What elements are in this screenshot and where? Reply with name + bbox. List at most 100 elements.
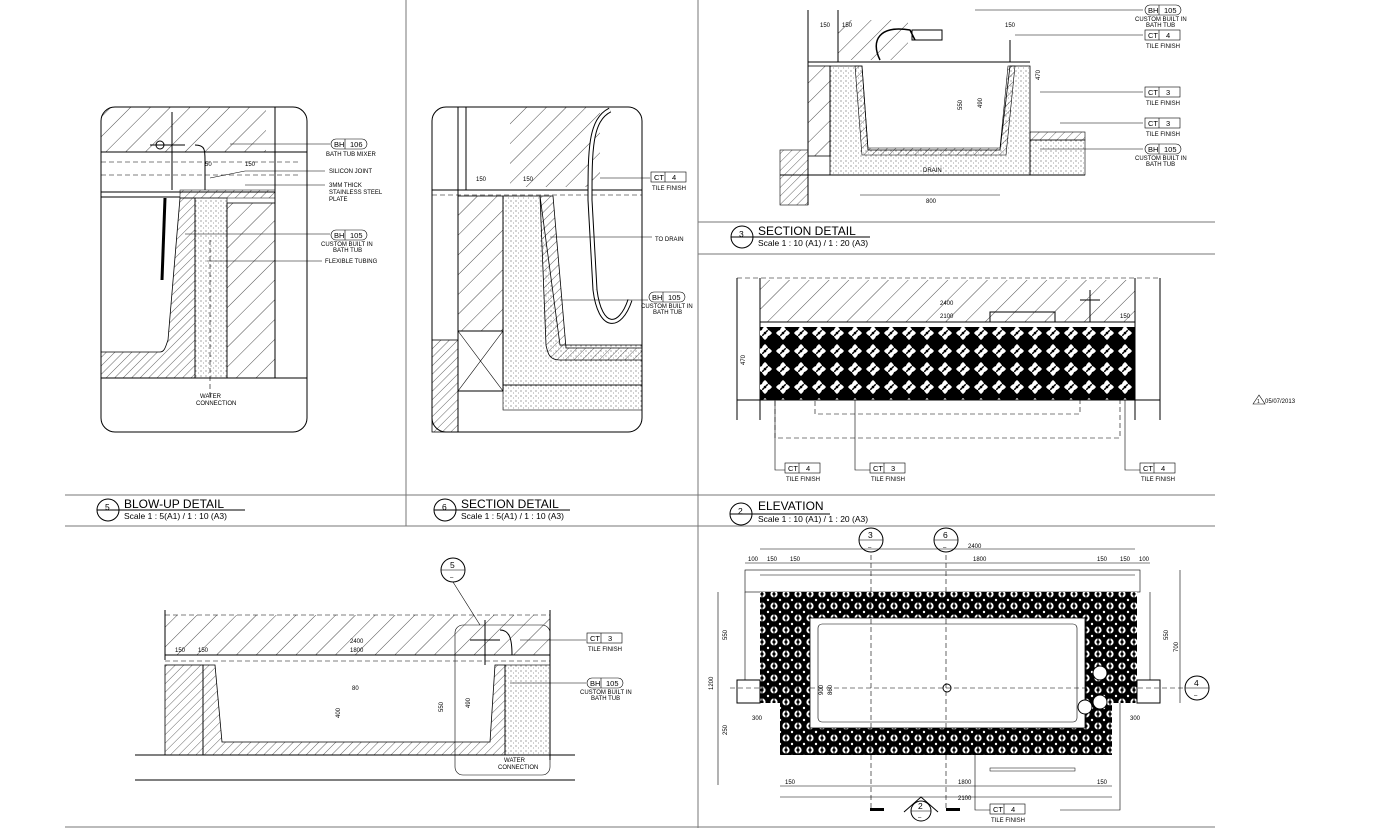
- plan-drawing: 2400 1800 100 150 150 150 150 100 150 18…: [709, 544, 1185, 811]
- svg-text:4: 4: [1166, 31, 1170, 40]
- svg-text:–: –: [1194, 693, 1198, 699]
- dim-label: 300: [752, 716, 763, 722]
- dim-label: 100: [748, 557, 759, 563]
- dim-label: 470: [741, 354, 747, 365]
- svg-text:4: 4: [806, 464, 810, 473]
- svg-text:CT: CT: [788, 464, 798, 473]
- dim-label: 250: [723, 724, 729, 735]
- dim-label: 150: [767, 557, 778, 563]
- svg-text:6: 6: [442, 502, 447, 512]
- svg-text:TILE FINISH: TILE FINISH: [1146, 132, 1180, 138]
- tag-bh105: BH 105 CUSTOM BUILT IN BATH TUB: [321, 229, 373, 254]
- tag-ct3: CT 3 TILE FINISH: [1144, 117, 1181, 138]
- svg-text:BATH TUB: BATH TUB: [333, 248, 362, 254]
- svg-text:CT: CT: [654, 173, 664, 182]
- svg-text:5: 5: [450, 560, 455, 570]
- svg-text:105: 105: [668, 293, 681, 302]
- svg-text:2: 2: [918, 801, 923, 811]
- svg-text:BH: BH: [590, 679, 600, 688]
- svg-text:Scale 1 : 10 (A1) / 1 : 20 (A3: Scale 1 : 10 (A1) / 1 : 20 (A3): [758, 238, 868, 248]
- dim-label: 470: [1036, 69, 1042, 80]
- dim-label: 100: [1139, 557, 1150, 563]
- section-marker-3[interactable]: 3–: [858, 527, 884, 553]
- title-elevation: 2 ELEVATION Scale 1 : 10 (A1) / 1 : 20 (…: [729, 499, 868, 526]
- note-drain: DRAIN: [923, 168, 942, 174]
- svg-text:CUSTOM BUILT IN: CUSTOM BUILT IN: [641, 304, 693, 310]
- svg-text:105: 105: [1164, 145, 1177, 154]
- svg-text:3: 3: [868, 530, 873, 540]
- svg-text:SECTION DETAIL: SECTION DETAIL: [758, 224, 856, 238]
- svg-text:CT: CT: [1143, 464, 1153, 473]
- dim-label: 150: [175, 648, 186, 654]
- dim-label: 80: [352, 686, 359, 692]
- section6-annotations: CT 4 TILE FINISH TO DRAIN BH 105 CUSTOM …: [641, 171, 693, 316]
- section-marker-6[interactable]: 6–: [933, 527, 959, 553]
- svg-text:BLOW-UP DETAIL: BLOW-UP DETAIL: [124, 497, 224, 511]
- section3-drawing: 800 DRAIN 150 150 150 470 550 490: [779, 9, 1143, 206]
- svg-text:–: –: [868, 545, 872, 551]
- dim-label: 490: [466, 697, 472, 708]
- dim-label: 2400: [940, 301, 954, 307]
- svg-text:BATH TUB: BATH TUB: [1146, 162, 1175, 168]
- svg-text:5: 5: [105, 502, 110, 512]
- sheet-frame: [65, 0, 1215, 828]
- svg-text:3: 3: [1166, 119, 1170, 128]
- dim-label: 1800: [350, 648, 364, 654]
- note-to-drain: TO DRAIN: [655, 237, 684, 243]
- svg-text:3: 3: [608, 634, 612, 643]
- svg-text:Scale 1 : 5(A1) / 1 : 10 (A3): Scale 1 : 5(A1) / 1 : 10 (A3): [461, 511, 564, 521]
- svg-text:BH: BH: [334, 140, 344, 149]
- dim-label: 2400: [968, 544, 982, 550]
- dim-label: 2400: [350, 639, 364, 645]
- dim-label: 800: [926, 199, 937, 205]
- blowup-detail-drawing: 50 150 WATER CONNECTION: [100, 106, 330, 433]
- revision-date: 05/07/2013: [1265, 399, 1296, 405]
- svg-text:BATH TUB: BATH TUB: [591, 696, 620, 702]
- section-marker-4[interactable]: 4–: [1184, 675, 1210, 701]
- svg-text:CUSTOM BUILT IN: CUSTOM BUILT IN: [321, 242, 373, 248]
- dim-label: 550: [1164, 629, 1170, 640]
- note-plate: PLATE: [329, 197, 348, 203]
- dim-label: 2100: [940, 314, 954, 320]
- note-silicon-joint: SILICON JOINT: [329, 169, 372, 175]
- svg-text:BATH TUB: BATH TUB: [1146, 23, 1175, 29]
- svg-text:2: 2: [738, 506, 743, 516]
- note-plate: 3MM THICK: [329, 183, 362, 189]
- dim-label: 1800: [958, 780, 972, 786]
- dim-label: 700: [1174, 641, 1180, 652]
- svg-text:BATH TUB MIXER: BATH TUB MIXER: [326, 152, 376, 158]
- dim-label: 50: [205, 162, 212, 168]
- dim-label: 860: [828, 684, 834, 695]
- dim-label: 150: [476, 177, 487, 183]
- svg-text:1: 1: [1257, 399, 1260, 405]
- svg-text:3: 3: [739, 229, 744, 239]
- svg-text:SECTION DETAIL: SECTION DETAIL: [461, 497, 559, 511]
- dim-label: 490: [978, 97, 984, 108]
- elevation-marker-2[interactable]: 2–: [903, 796, 939, 822]
- dim-label: 150: [790, 557, 801, 563]
- dim-label: 550: [958, 99, 964, 110]
- section-marker-5[interactable]: 5 –: [440, 557, 466, 583]
- dim-label: 150: [1005, 23, 1016, 29]
- title-section6: 6 SECTION DETAIL Scale 1 : 5(A1) / 1 : 1…: [433, 497, 570, 522]
- elevation-drawing: 2400 2100 150 470: [736, 277, 1161, 471]
- svg-text:CT: CT: [1148, 88, 1158, 97]
- svg-text:TILE FINISH: TILE FINISH: [991, 818, 1025, 824]
- svg-text:105: 105: [606, 679, 619, 688]
- svg-text:105: 105: [1164, 6, 1177, 15]
- svg-text:CT: CT: [1148, 119, 1158, 128]
- svg-text:6: 6: [943, 530, 948, 540]
- svg-text:3: 3: [1166, 88, 1170, 97]
- dim-label: 150: [245, 162, 256, 168]
- svg-text:ELEVATION: ELEVATION: [758, 499, 824, 513]
- note-water-connection: CONNECTION: [196, 401, 236, 407]
- svg-text:TILE FINISH: TILE FINISH: [871, 477, 905, 483]
- svg-text:–: –: [450, 575, 454, 581]
